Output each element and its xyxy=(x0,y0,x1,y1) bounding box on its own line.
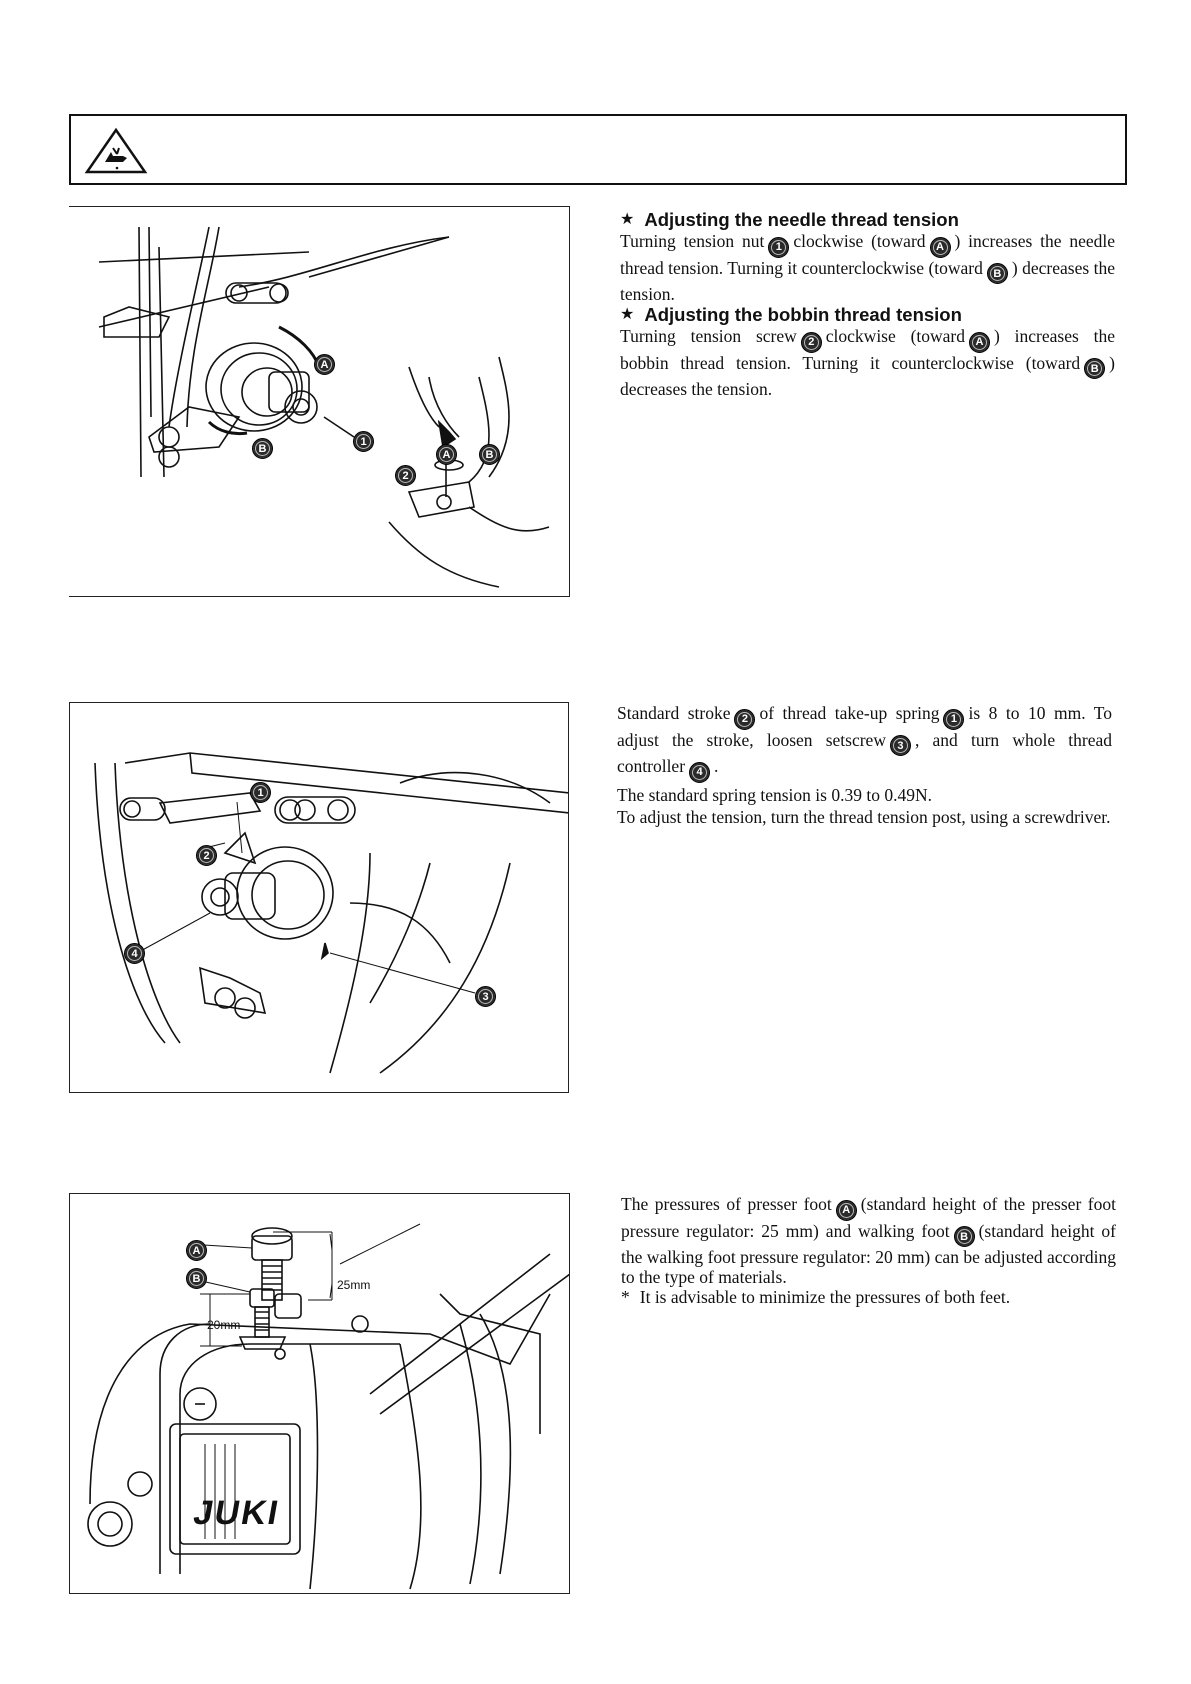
callout-B: B xyxy=(953,1226,975,1247)
figure-take-up-spring: 1 2 4 3 xyxy=(69,702,569,1093)
callout-3: 3 xyxy=(475,986,496,1007)
callout-1: 1 xyxy=(768,236,790,258)
figure-needle-bobbin-tension: A B 1 2 A B xyxy=(69,206,570,597)
callout-B-bobbin: B xyxy=(479,444,500,465)
note-mark: * xyxy=(621,1287,630,1307)
star-icon: ★ xyxy=(620,306,635,323)
callout-A: A xyxy=(314,354,335,375)
callout-2: 2 xyxy=(395,465,416,486)
callout-2: 2 xyxy=(196,845,217,866)
callout-B: B xyxy=(186,1268,207,1289)
caution-banner xyxy=(69,114,1127,185)
dimension-25mm: 25mm xyxy=(337,1278,371,1292)
heading-needle-tension: ★ Adjusting the needle thread tension xyxy=(620,209,959,230)
callout-4: 4 xyxy=(124,943,145,964)
callout-B: B xyxy=(252,438,273,459)
callout-2: 2 xyxy=(800,331,822,353)
callout-2: 2 xyxy=(734,708,756,730)
callout-B: B xyxy=(986,263,1008,284)
juki-logo: JUKI xyxy=(190,1494,283,1532)
callout-A: A xyxy=(929,236,951,258)
dimension-20mm: 20mm xyxy=(207,1318,241,1332)
callout-3: 3 xyxy=(889,735,911,756)
figure-presser-foot-pressure: A B 25mm 20mm JUKI xyxy=(69,1193,570,1594)
callout-1: 1 xyxy=(353,431,374,452)
heading-bobbin-tension: ★ Adjusting the bobbin thread tension xyxy=(620,304,962,325)
callout-4: 4 xyxy=(689,761,711,783)
callout-A: A xyxy=(186,1240,207,1261)
section-thread-tension: ★ Adjusting the needle thread tension Tu… xyxy=(620,209,1115,399)
callout-B: B xyxy=(1084,358,1106,379)
callout-1: 1 xyxy=(250,782,271,803)
callout-A: A xyxy=(969,331,991,353)
note-minimize-pressure: * It is advisable to minimize the pressu… xyxy=(621,1287,1011,1307)
paragraph-adjust-tension: To adjust the tension, turn the thread t… xyxy=(617,806,1111,827)
hand-injury-warning-icon xyxy=(84,127,148,174)
callout-A-bobbin: A xyxy=(436,444,457,465)
callout-1: 1 xyxy=(943,708,965,730)
star-icon: ★ xyxy=(620,211,635,228)
callout-A: A xyxy=(835,1199,857,1221)
paragraph-spring-tension: The standard spring tension is 0.39 to 0… xyxy=(617,784,932,805)
